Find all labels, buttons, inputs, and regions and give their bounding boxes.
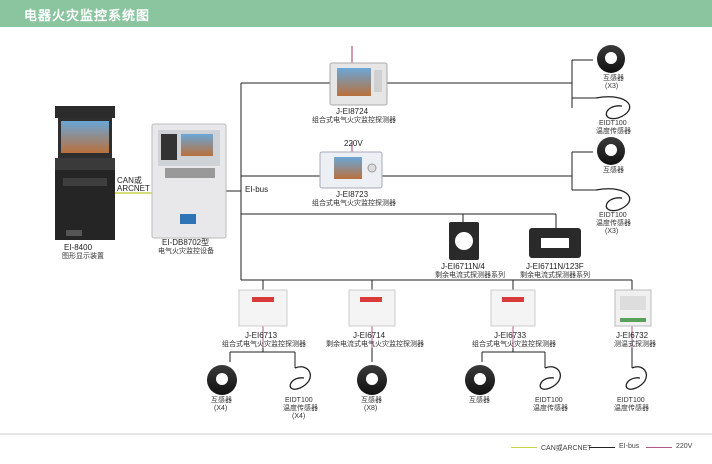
temp-sensor-a-image: [595, 96, 631, 120]
display-model-label: EI-8400: [64, 243, 93, 252]
can-label-line1: CAN或: [117, 176, 142, 185]
d6714-model-label: J-EI6714: [353, 331, 386, 340]
temp-a-model-label: EIDT100: [599, 120, 627, 127]
d6711n4-name-label: 剩余电流式探测器系列: [435, 272, 505, 279]
host-model-label: EI-DB8702型: [162, 238, 210, 247]
detector-6733-image: [490, 289, 536, 327]
temp-6732-model-label: EIDT100: [617, 397, 645, 404]
temp-sensor-6733-image: [539, 366, 561, 390]
detector-6711n123f-image: [529, 228, 581, 258]
ct-6714-qty-label: (X8): [364, 405, 378, 412]
legend-can-swatch: [511, 447, 537, 448]
header-banner: 电器火灾监控系统图: [0, 0, 712, 27]
ct-sensor-6713-image: [207, 365, 237, 395]
d6733-name-label: 组合式电气火灾监控探测器: [472, 341, 556, 348]
ei-bus-lines: [226, 59, 633, 368]
ct-sensor-6733-image: [465, 365, 495, 395]
temp-6713-name-label: 温度传感器: [283, 405, 318, 412]
ct-6713-name-label: 互感器: [211, 397, 232, 404]
diagram-graphics: [0, 45, 712, 435]
d6713-name-label: 组合式电气火灾监控探测器: [222, 341, 306, 348]
detector-6732-image: [614, 289, 652, 327]
host-cabinet-image: [151, 123, 227, 239]
legend-power-swatch: [646, 447, 672, 448]
detector-8723-image: [319, 151, 383, 189]
temp-6733-model-label: EIDT100: [535, 397, 563, 404]
temp-b-qty-label: (X3): [605, 228, 619, 235]
ct-sensor-a-image: [597, 45, 625, 73]
temp-6732-name-label: 温度传感器: [614, 405, 649, 412]
ei-bus-label: EI-bus: [245, 185, 269, 194]
d6711n4-model-label: J-EI6711N/4: [441, 262, 485, 271]
detector-6714-image: [348, 289, 396, 327]
temp-6713-qty-label: (X4): [292, 413, 306, 420]
d8723-name-label: 组合式电气火灾监控探测器: [312, 200, 396, 207]
legend-can-label: CAN或ARCNET: [541, 445, 592, 452]
can-label-line2: ARCNET: [117, 184, 150, 193]
ct-sensor-b-image: [597, 137, 625, 165]
temp-sensor-6732-image: [625, 366, 647, 390]
d8724-model-label: J-EI8724: [336, 107, 369, 116]
temp-b-model-label: EIDT100: [599, 212, 627, 219]
d6714-name-label: 剩余电流式电气火灾监控探测器: [326, 341, 424, 348]
ct-b-name-label: 互感器: [603, 167, 624, 174]
detector-8724-image: [329, 62, 388, 106]
ct-6733-name-label: 互感器: [469, 397, 490, 404]
d8723-model-label: J-EI8723: [336, 190, 369, 199]
d8723-power-label: 220V: [344, 139, 363, 148]
page-title: 电器火灾监控系统图: [24, 8, 151, 23]
ct-sensor-6714-image: [357, 365, 387, 395]
d6711n123f-model-label: J-EI6711N/123F: [526, 262, 584, 271]
d6732-name-label: 测温式探测器: [614, 341, 656, 348]
display-terminal-image: [55, 106, 115, 240]
temp-a-name-label: 温度传感器: [596, 128, 631, 135]
legend-bus-swatch: [589, 447, 615, 448]
legend-bus-label: EI-bus: [619, 443, 640, 450]
detector-6713-image: [238, 289, 288, 327]
d6711n123f-name-label: 剩余电流式探测器系列: [520, 272, 590, 279]
d6732-model-label: J-EI6732: [616, 331, 649, 340]
ct-a-qty-label: (X3): [605, 83, 619, 90]
ct-a-name-label: 互感器: [603, 75, 624, 82]
d8724-name-label: 组合式电气火灾监控探测器: [312, 117, 396, 124]
display-name-label: 图形显示装置: [62, 253, 104, 260]
temp-6733-name-label: 温度传感器: [533, 405, 568, 412]
temp-sensor-6713-image: [289, 366, 311, 390]
ct-6714-name-label: 互感器: [361, 397, 382, 404]
d6713-model-label: J-EI6713: [245, 331, 278, 340]
temp-6713-model-label: EIDT100: [285, 397, 313, 404]
ct-6713-qty-label: (X4): [214, 405, 228, 412]
temp-sensor-b-image: [595, 188, 631, 212]
d6733-model-label: J-EI6733: [494, 331, 527, 340]
temp-b-name-label: 温度传感器: [596, 220, 631, 227]
detector-6711n4-image: [449, 222, 479, 260]
system-diagram: EI-8400 图形显示装置 CAN或 ARCNET EI-bus EI-DB8…: [0, 27, 712, 464]
legend-power-label: 220V: [676, 443, 693, 450]
host-name-label: 电气火灾监控设备: [158, 248, 214, 255]
